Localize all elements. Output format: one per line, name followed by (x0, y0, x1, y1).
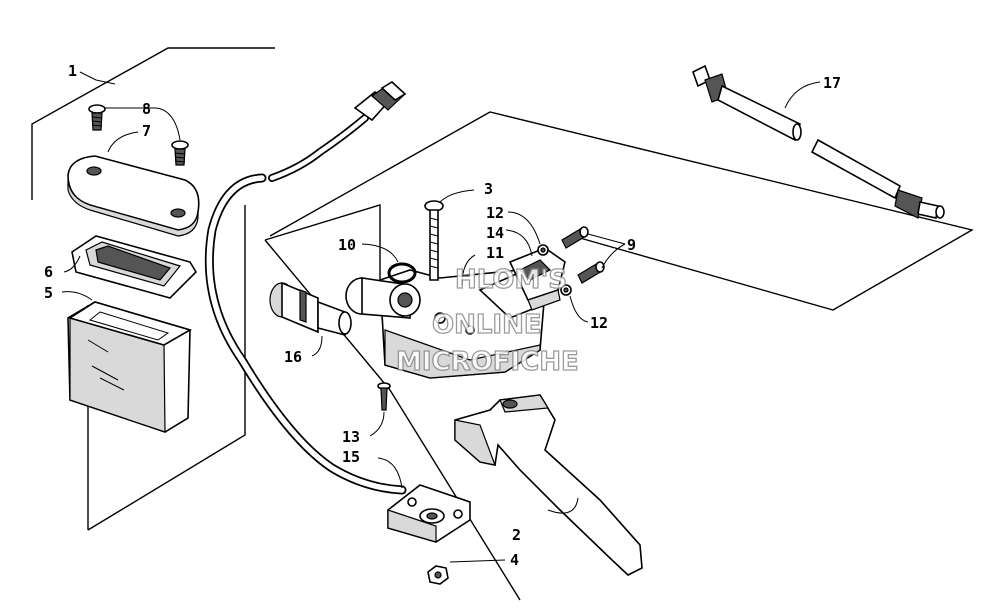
washer-upper (537, 244, 549, 256)
callout-4: 4 (510, 551, 519, 569)
callout-17: 17 (823, 74, 841, 92)
reservoir-diaphragm (71, 235, 198, 299)
pushrod-lower (810, 138, 945, 219)
switch-wire (268, 114, 369, 182)
callout-8: 8 (142, 100, 151, 118)
callout-7: 7 (142, 122, 151, 140)
reservoir-cover (67, 155, 200, 237)
switch-screw-lower (577, 261, 605, 284)
master-cylinder-body (345, 267, 561, 379)
lever-group-outline (269, 111, 974, 311)
reservoir-body (67, 301, 193, 433)
brake-lever (454, 394, 643, 576)
watermark-line-3: MICROFICHE (396, 347, 579, 377)
leader-lines (61, 71, 821, 563)
pushrod-upper (692, 64, 802, 142)
callout-11: 11 (486, 244, 504, 262)
callout-15: 15 (342, 448, 360, 466)
cover-screw-right (171, 140, 189, 166)
callout-5: 5 (44, 284, 53, 302)
callout-12-lower: 12 (590, 314, 608, 332)
handlebar-clamp (387, 484, 471, 543)
master-cylinder-group-outline (264, 204, 521, 601)
switch-housing (508, 247, 566, 311)
watermark: HLOM'S ONLINE MICROFICHE (395, 264, 579, 377)
callout-16: 16 (284, 348, 302, 366)
watermark-line-1: HLOM'S (455, 265, 567, 295)
piston-plunger (269, 281, 352, 337)
washer-lower (560, 284, 572, 296)
callout-12-upper: 12 (486, 204, 504, 222)
cover-screw-left (88, 104, 106, 131)
callout-13: 13 (342, 428, 360, 446)
nut (427, 565, 449, 585)
callout-10: 10 (338, 236, 356, 254)
switch-screw-upper (561, 226, 589, 249)
callout-9: 9 (627, 236, 636, 254)
brake-hose (204, 173, 407, 495)
callout-6: 6 (44, 263, 53, 281)
o-ring (387, 262, 417, 284)
callout-1: 1 (68, 62, 77, 80)
callout-14: 14 (486, 224, 504, 242)
watermark-line-2: ONLINE (432, 310, 542, 340)
callout-3: 3 (484, 180, 493, 198)
long-screw (424, 200, 444, 281)
callout-2: 2 (512, 526, 521, 544)
wire-connector (353, 81, 407, 122)
mounting-screw (377, 382, 391, 411)
callout-labels: 1 2 3 4 5 6 7 8 9 10 11 12 12 13 14 15 1… (44, 62, 841, 569)
